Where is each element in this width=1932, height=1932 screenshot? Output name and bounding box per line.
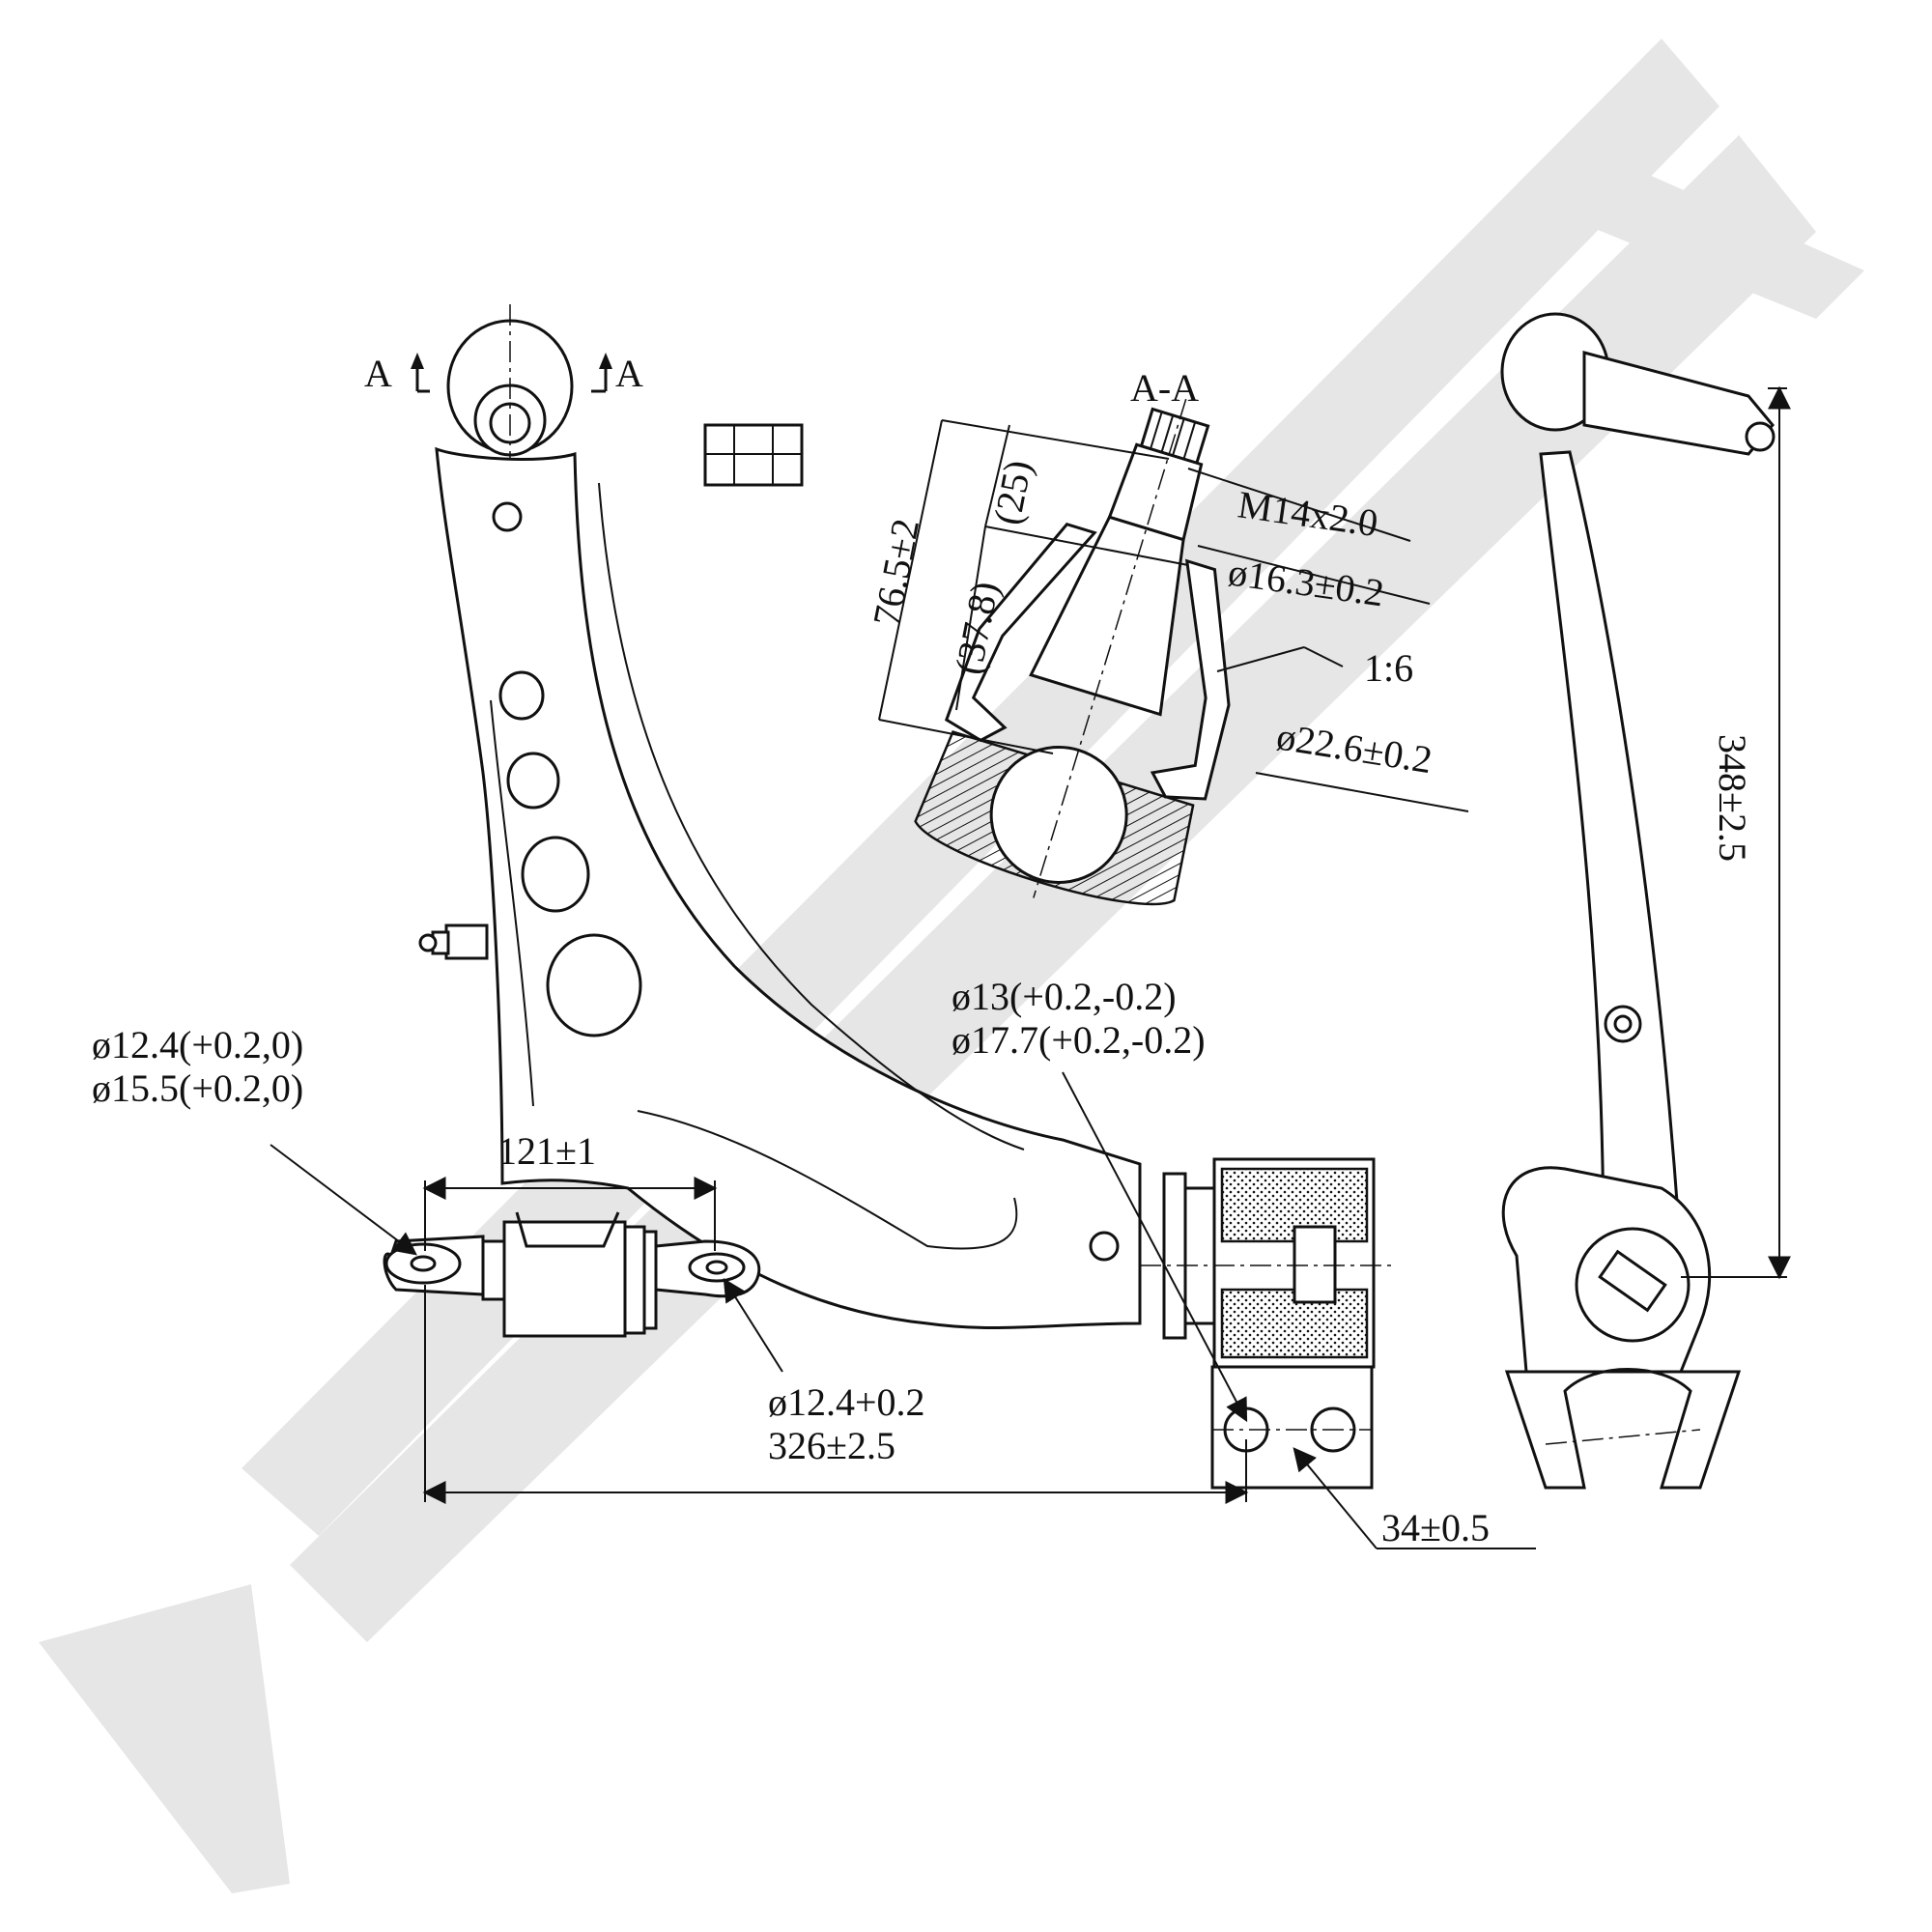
len-37-8-label: (37.8) xyxy=(947,578,1008,677)
rear-bushing-dia-2: ø17.7(+0.2,-0.2) xyxy=(952,1018,1206,1062)
dia-22-6-label: ø22.6±0.2 xyxy=(1274,714,1435,781)
control-arm-side-view xyxy=(1500,312,1776,1490)
section-label-left: A xyxy=(364,352,392,395)
front-bushing-dia-2: ø15.5(+0.2,0) xyxy=(92,1066,303,1110)
taper-label: 1:6 xyxy=(1364,646,1413,690)
hole-12-4-label: ø12.4+0.2 xyxy=(768,1380,925,1424)
height-348-label: 348±2.5 xyxy=(1711,734,1754,862)
section-label-right: A xyxy=(615,352,643,395)
grease-nipple xyxy=(418,923,489,960)
len-76-5-label: 76.5±2 xyxy=(865,515,928,629)
length-326-label: 326±2.5 xyxy=(768,1424,895,1467)
section-marker-right: A xyxy=(591,352,643,395)
watermark-logo xyxy=(39,39,1864,1893)
len-25-label: (25) xyxy=(985,457,1040,528)
section-marker-left: A xyxy=(364,352,430,395)
width-121-label: 121±1 xyxy=(497,1129,596,1173)
section-dimensions xyxy=(878,419,1469,812)
section-view-title: A-A xyxy=(1130,366,1199,410)
height-dimension xyxy=(1681,385,1791,1280)
front-bushing-dia-1: ø12.4(+0.2,0) xyxy=(92,1023,303,1066)
castle-nut xyxy=(703,423,804,487)
rear-bushing xyxy=(1140,1157,1391,1490)
rear-bushing-dia-1: ø13(+0.2,-0.2) xyxy=(952,975,1177,1018)
pitch-34-label: 34±0.5 xyxy=(1381,1506,1490,1549)
ball-joint-section xyxy=(914,398,1231,906)
